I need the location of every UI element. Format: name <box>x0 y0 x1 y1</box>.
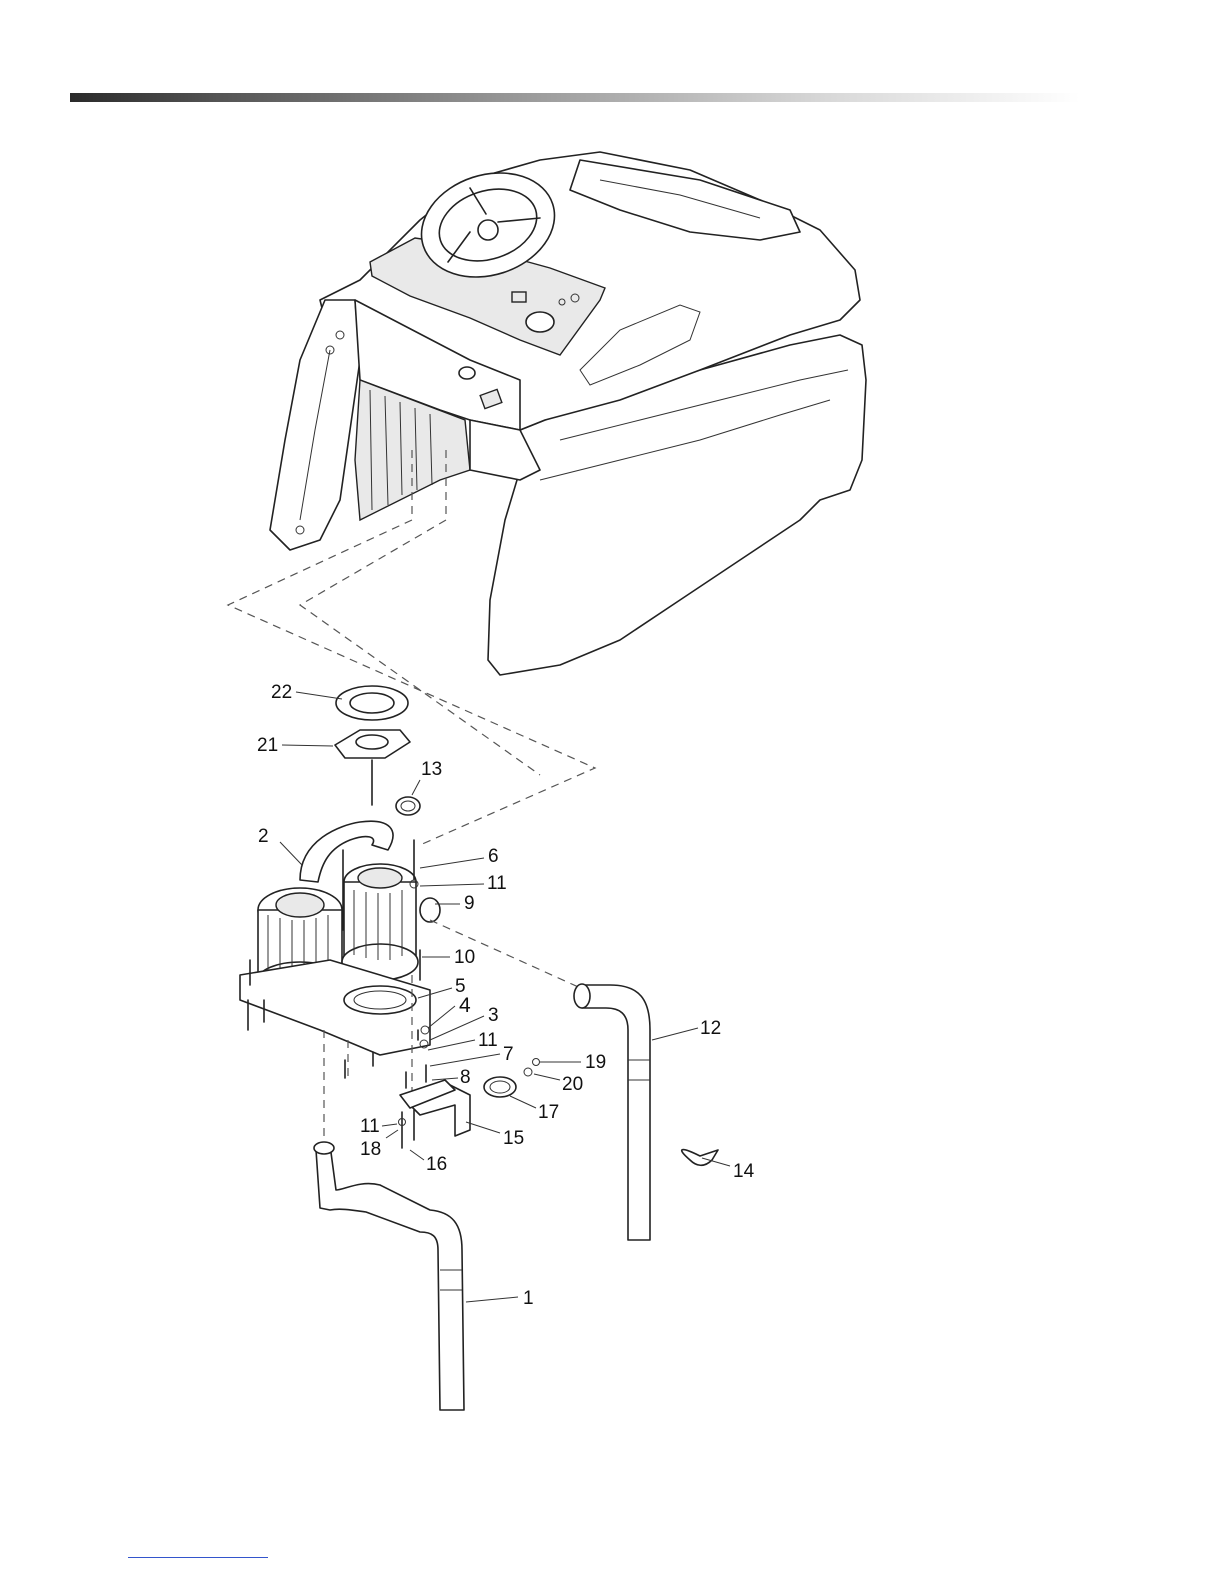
callout-16: 16 <box>426 1154 447 1175</box>
callout-17: 17 <box>538 1102 559 1123</box>
part-13-hose-clamp <box>396 797 420 815</box>
part-20-washer <box>524 1068 532 1076</box>
callout-15: 15 <box>503 1128 524 1149</box>
callout-6: 6 <box>488 846 499 867</box>
callout-3: 3 <box>488 1005 499 1026</box>
part-22-gasket <box>336 686 408 720</box>
callout-4: 4 <box>459 994 471 1017</box>
callout-8: 8 <box>460 1067 471 1088</box>
part-15-bracket <box>400 1080 470 1136</box>
callout-11c: 11 <box>360 1116 380 1137</box>
part-16-bolts <box>399 1110 415 1148</box>
part-12-hose <box>574 984 650 1240</box>
callout-10: 10 <box>454 947 475 968</box>
callout-11: 11 <box>487 873 507 894</box>
machine-shroud <box>228 152 866 845</box>
part-1-hose <box>314 1142 464 1410</box>
callout-22: 22 <box>271 682 292 703</box>
callout-9: 9 <box>464 893 475 914</box>
footer-rule <box>128 1557 268 1558</box>
callout-20: 20 <box>562 1074 583 1095</box>
callout-12: 12 <box>700 1018 721 1039</box>
part-14-cable-tie <box>682 1150 718 1166</box>
callout-19: 19 <box>585 1052 606 1073</box>
callout-21: 21 <box>257 735 278 756</box>
callout-13: 13 <box>421 759 442 780</box>
callout-1: 1 <box>523 1288 534 1309</box>
callout-7: 7 <box>503 1044 514 1065</box>
callout-14: 14 <box>733 1161 755 1182</box>
callout-2: 2 <box>258 826 269 847</box>
callout-18: 18 <box>360 1139 381 1160</box>
part-17-clamp <box>484 1077 516 1097</box>
part-21-mounting-plate <box>335 730 410 758</box>
part-19-nut <box>533 1059 540 1066</box>
callout-11b: 11 <box>478 1030 498 1051</box>
